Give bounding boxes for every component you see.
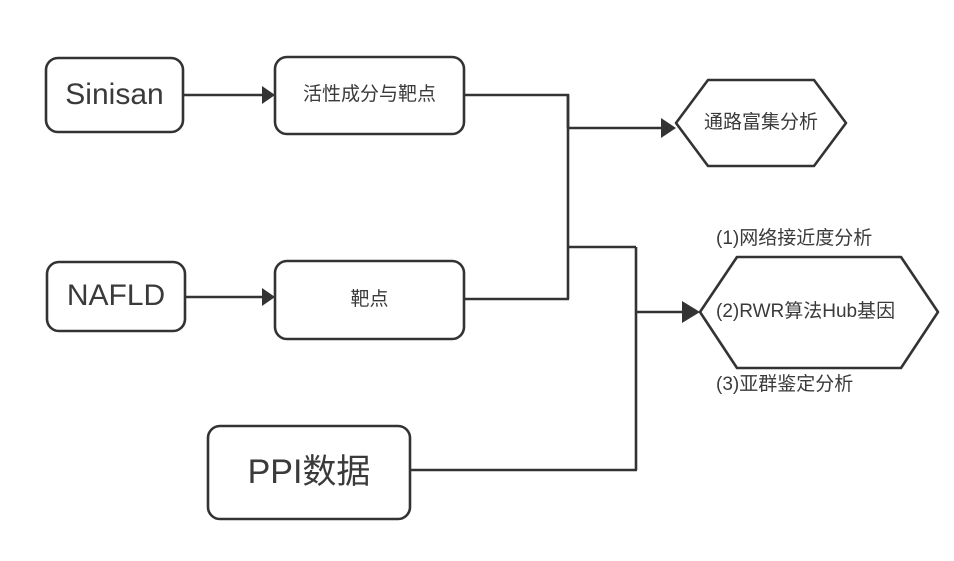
edge-nafld-to-target: [185, 288, 275, 306]
arrow-head-icon: [262, 86, 275, 104]
edge-sinisan-to-active: [183, 86, 275, 104]
node-active-ingredients-targets[interactable]: [273, 55, 466, 136]
node-target[interactable]: [273, 259, 466, 341]
edge-active-to-pathway: [463, 93, 676, 138]
node-ppi-data[interactable]: [206, 424, 412, 521]
arrow-head-icon: [262, 288, 275, 306]
arrow-head-icon: [682, 301, 700, 323]
node-nafld[interactable]: [45, 260, 187, 333]
node-sinisan[interactable]: [44, 56, 185, 134]
node-pathway-enrichment[interactable]: [674, 78, 848, 168]
arrow-head-icon: [661, 118, 676, 138]
edge-to-analysis: [636, 301, 700, 323]
edge-line-active-right: [463, 93, 570, 128]
node-analysis-list[interactable]: [698, 255, 940, 370]
